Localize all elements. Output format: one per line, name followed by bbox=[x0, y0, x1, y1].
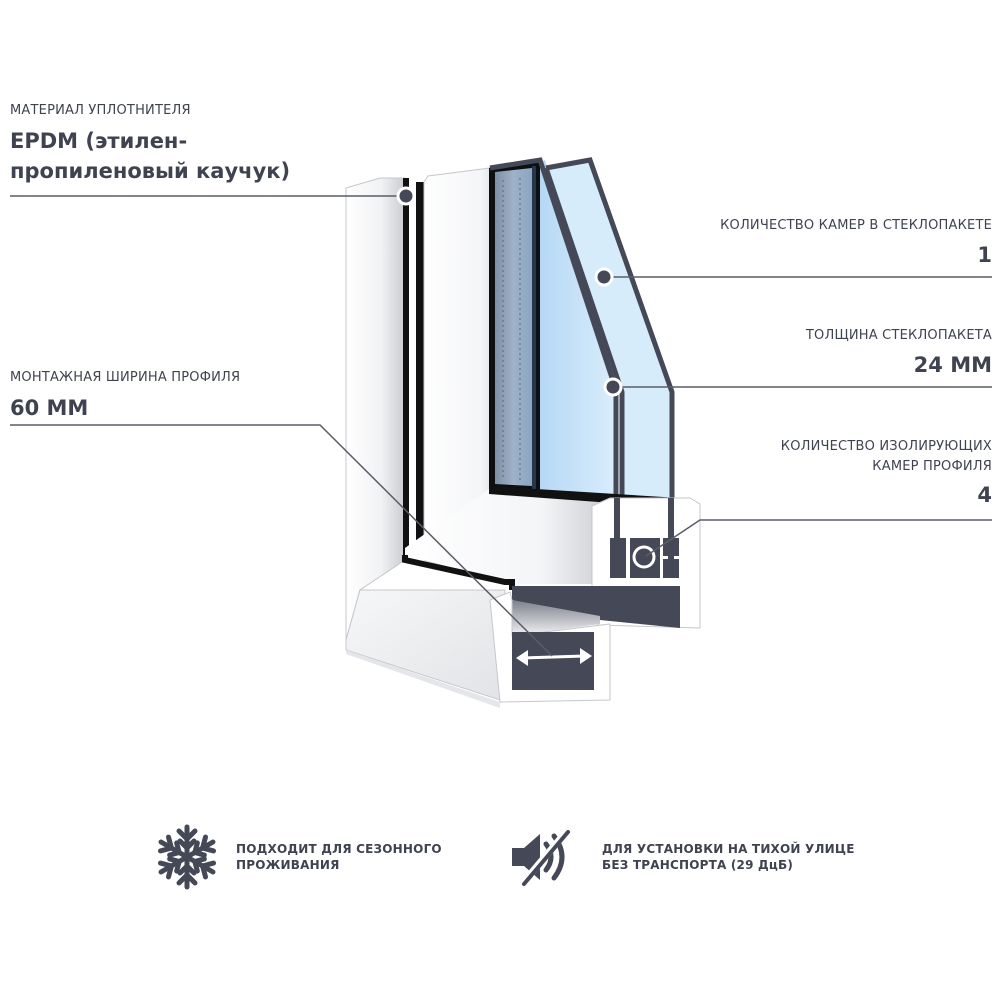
feature-seasonal-line1: ПОДХОДИТ ДЛЯ СЕЗОННОГО bbox=[236, 842, 442, 856]
width-arrow-icon bbox=[516, 648, 592, 666]
glass-chambers-label: КОЛИЧЕСТВО КАМЕР В СТЕКЛОПАКЕТЕ bbox=[720, 218, 992, 233]
seal-material-value-line1: EPDM (этилен- bbox=[10, 129, 188, 153]
mounting-width-value: 60 ММ bbox=[10, 396, 89, 420]
frame-outer bbox=[345, 177, 406, 641]
feature-seasonal-line2: ПРОЖИВАНИЯ bbox=[236, 858, 340, 872]
glass-thickness-label: ТОЛЩИНА СТЕКЛОПАКЕТА bbox=[805, 328, 992, 343]
feature-quiet-street: ДЛЯ УСТАНОВКИ НА ТИХОЙ УЛИЦЕ БЕЗ ТРАНСПО… bbox=[506, 822, 855, 892]
feature-quiet-line2: БЕЗ ТРАНСПОРТА (29 ДцБ) bbox=[602, 858, 794, 872]
seal-material-value-line2: пропиленовый каучук) bbox=[10, 159, 291, 183]
outer-glass-pane bbox=[546, 160, 670, 500]
profile-chambers-label-line2: КАМЕР ПРОФИЛЯ bbox=[872, 459, 992, 474]
profile-chambers-label-line1: КОЛИЧЕСТВО ИЗОЛИРУЮЩИХ bbox=[780, 439, 992, 454]
muted-speaker-icon bbox=[506, 822, 576, 892]
frame-bottom bbox=[345, 589, 506, 701]
profile-chambers-value: 4 bbox=[977, 483, 992, 507]
seal-material-label: МАТЕРИАЛ УПЛОТНИТЕЛЯ bbox=[10, 103, 191, 118]
glass-thickness-value: 24 ММ bbox=[913, 353, 992, 377]
feature-quiet-line1: ДЛЯ УСТАНОВКИ НА ТИХОЙ УЛИЦЕ bbox=[602, 842, 855, 856]
mounting-width-label: МОНТАЖНАЯ ШИРИНА ПРОФИЛЯ bbox=[10, 370, 241, 385]
feature-seasonal: ПОДХОДИТ ДЛЯ СЕЗОННОГО ПРОЖИВАНИЯ bbox=[152, 822, 442, 892]
glass-chambers-value: 1 bbox=[977, 243, 992, 267]
snowflake-icon bbox=[152, 822, 222, 892]
